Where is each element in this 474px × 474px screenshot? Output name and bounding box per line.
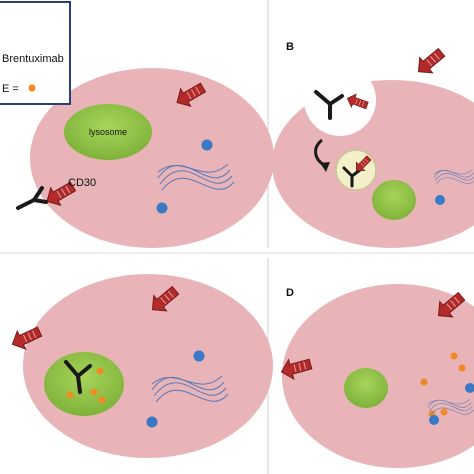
cd30-receptor bbox=[411, 44, 449, 80]
panel-letter: B bbox=[286, 41, 294, 53]
antibody-icon bbox=[314, 90, 344, 120]
lysosome bbox=[64, 104, 152, 160]
antibody-icon bbox=[16, 186, 48, 210]
lysosome bbox=[344, 368, 388, 408]
panel-a: Brentuximab E = lysosome CD30 bbox=[0, 1, 274, 248]
panel-b: B bbox=[272, 41, 474, 248]
endocytic-pit bbox=[304, 64, 376, 136]
panel-c bbox=[7, 274, 273, 458]
chromatin-node bbox=[435, 195, 445, 205]
legend-antibody-label: Brentuximab bbox=[2, 53, 64, 65]
payload-icon bbox=[28, 84, 36, 92]
chromatin-node bbox=[146, 416, 158, 428]
cd30-label: CD30 bbox=[68, 177, 96, 189]
payload-molecule bbox=[66, 391, 74, 399]
chromatin-node bbox=[429, 415, 439, 425]
lysosome bbox=[44, 352, 124, 416]
lysosome-label: lysosome bbox=[89, 127, 127, 137]
panel-letter: D bbox=[286, 287, 294, 299]
chromatin-node bbox=[201, 139, 213, 151]
payload-molecule bbox=[440, 408, 448, 416]
payload-molecule bbox=[90, 388, 98, 396]
payload-molecule bbox=[450, 352, 458, 360]
payload-molecule bbox=[96, 367, 104, 375]
panel-d: D bbox=[278, 284, 474, 468]
payload-molecule bbox=[98, 396, 106, 404]
lysosome bbox=[372, 180, 416, 220]
arrowhead bbox=[320, 162, 330, 172]
chromatin-node bbox=[193, 350, 205, 362]
payload-molecule bbox=[420, 378, 428, 386]
endosome bbox=[335, 149, 377, 191]
antibody-icon bbox=[342, 166, 362, 188]
payload-molecule bbox=[458, 364, 466, 372]
antibody-icon bbox=[64, 360, 92, 394]
chromatin-node bbox=[465, 383, 474, 393]
chromatin-node bbox=[156, 202, 168, 214]
legend-payload-label: E = bbox=[2, 83, 19, 95]
